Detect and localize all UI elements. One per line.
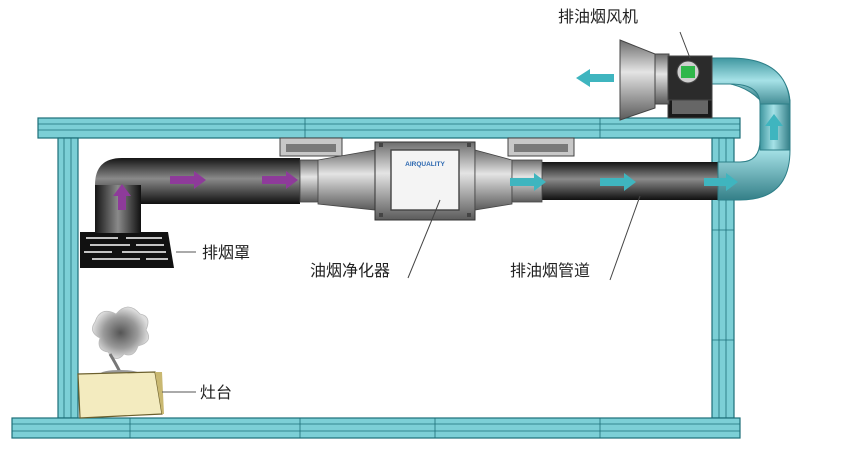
airflow-arrows bbox=[113, 69, 783, 210]
building-frame bbox=[11, 117, 741, 439]
oil-fume-purifier: AIRQUALITY bbox=[317, 141, 543, 221]
dirty-air-arrows bbox=[113, 171, 298, 210]
right-arrow-icon bbox=[170, 171, 206, 189]
right-arrow-icon bbox=[262, 171, 298, 189]
fan-motor-icon bbox=[681, 66, 695, 78]
up-arrow-icon bbox=[113, 184, 131, 210]
exhaust-fan bbox=[619, 31, 713, 121]
floor-beam bbox=[11, 417, 741, 439]
exhaust-hood bbox=[80, 232, 196, 268]
duct-hangers bbox=[279, 137, 575, 157]
right-arrow-icon bbox=[600, 173, 636, 191]
smoke-icon bbox=[92, 306, 150, 359]
left-arrow-icon bbox=[576, 69, 614, 87]
clean-air-arrows bbox=[510, 69, 783, 191]
fan-label: 排油烟风机 bbox=[558, 7, 638, 26]
brand-label: AIRQUALITY bbox=[405, 161, 445, 168]
duct-label: 排油烟管道 bbox=[510, 261, 590, 280]
left-column bbox=[57, 137, 79, 419]
roof-beam bbox=[37, 117, 741, 139]
right-arrow-icon bbox=[510, 173, 546, 191]
stove bbox=[77, 306, 196, 419]
up-arrow-icon bbox=[765, 114, 783, 140]
purifier-label: 油烟净化器 bbox=[310, 261, 390, 280]
leader-lines bbox=[407, 195, 641, 281]
stove-label: 灶台 bbox=[200, 383, 232, 402]
hood-label: 排烟罩 bbox=[202, 243, 250, 262]
right-arrow-icon bbox=[704, 173, 738, 191]
